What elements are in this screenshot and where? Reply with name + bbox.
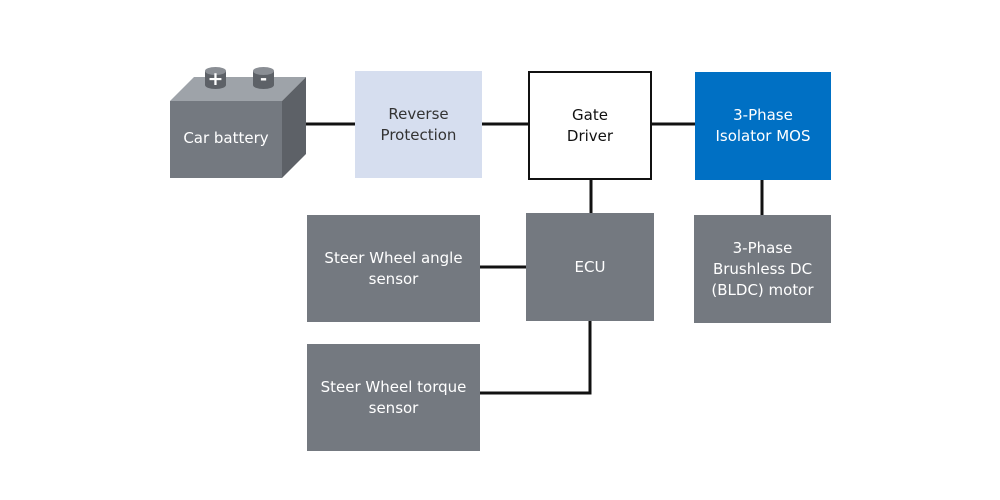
gate-driver-block: Gate Driver [528,71,652,180]
isolator-mos-block: 3-Phase Isolator MOS [695,72,831,180]
battery-label: Car battery [183,129,269,147]
torque-sensor-block: Steer Wheel torque sensor [307,344,480,451]
torque-sensor-to-ecu-line [480,321,592,395]
connectors [306,122,764,395]
ecu-block: ECU [526,213,654,321]
battery-minus-sign: - [260,69,267,89]
battery-plus-sign: + [208,68,224,90]
reverse-protection-block: Reverse Protection [355,71,482,178]
bldc-motor-block: 3-Phase Brushless DC (BLDC) motor [694,215,831,323]
battery-negative-terminal [253,67,274,89]
battery-front-face [170,101,282,178]
battery-icon: + - [170,67,306,178]
battery-side-face [282,77,306,178]
battery-positive-terminal [205,67,226,89]
angle-sensor-block: Steer Wheel angle sensor [307,215,480,322]
